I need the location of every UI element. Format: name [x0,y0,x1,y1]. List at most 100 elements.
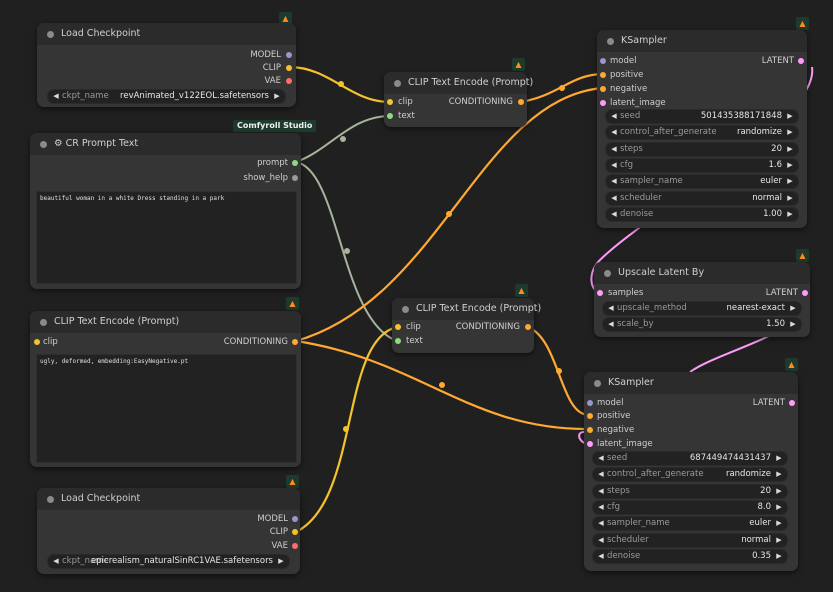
collapse-dot[interactable] [402,306,409,313]
arrow-left-icon[interactable]: ◀ [611,161,617,169]
output-model[interactable]: MODEL [257,514,288,524]
arrow-right-icon[interactable]: ▶ [787,194,793,202]
input-samples[interactable]: samples [608,288,644,298]
cr-prompt-text-node[interactable]: ⚙ CR Prompt Text prompt show_help beauti… [30,133,301,289]
input-model[interactable]: model [597,398,624,408]
input-text-dot[interactable] [395,338,401,344]
clip-text-encode-node-1[interactable]: CLIP Text Encode (Prompt) clip text COND… [384,72,533,127]
arrow-left-icon[interactable]: ◀ [598,487,604,495]
node-title-bar[interactable]: KSampler [584,372,798,394]
output-conditioning-dot[interactable] [292,339,298,345]
input-clip-dot[interactable] [34,339,40,345]
arrow-left-icon[interactable]: ◀ [611,177,617,185]
input-negative-dot[interactable] [600,86,606,92]
output-conditioning[interactable]: CONDITIONING [455,322,520,332]
input-clip[interactable]: clip [406,322,421,332]
output-prompt-dot[interactable] [292,160,298,166]
output-conditioning[interactable]: CONDITIONING [448,97,513,107]
output-vae[interactable]: VAE [271,541,288,551]
arrow-left-icon[interactable]: ◀ [598,470,604,478]
collapse-dot[interactable] [607,38,614,45]
input-latent-image[interactable]: latent_image [597,439,653,449]
node-title-bar[interactable]: ⚙ CR Prompt Text [30,133,301,155]
output-model[interactable]: MODEL [250,50,281,60]
node-title-bar[interactable]: Load Checkpoint [37,23,296,45]
collapse-dot[interactable] [604,270,611,277]
arrow-left-icon[interactable]: ◀ [53,557,59,565]
input-positive-dot[interactable] [600,72,606,78]
wire-midpoint[interactable] [446,211,452,217]
output-show-help-dot[interactable] [292,175,298,181]
arrow-left-icon[interactable]: ◀ [598,552,604,560]
arrow-right-icon[interactable]: ▶ [787,210,793,218]
arrow-right-icon[interactable]: ▶ [787,145,793,153]
arrow-left-icon[interactable]: ◀ [53,92,59,100]
node-title-bar[interactable]: KSampler [597,30,807,52]
input-positive[interactable]: positive [597,411,631,421]
arrow-right-icon[interactable]: ▶ [790,320,796,328]
input-clip[interactable]: clip [43,337,58,347]
output-vae[interactable]: VAE [264,76,281,86]
load-checkpoint-node-1[interactable]: Load Checkpoint MODEL CLIP VAE ◀ ckpt_na… [37,23,296,107]
output-latent[interactable]: LATENT [765,288,798,298]
arrow-right-icon[interactable]: ▶ [787,177,793,185]
wire-midpoint[interactable] [439,382,445,388]
node-title-bar[interactable]: CLIP Text Encode (Prompt) [392,298,541,320]
arrow-right-icon[interactable]: ▶ [278,557,284,565]
output-clip-dot[interactable] [286,65,292,71]
output-latent-dot[interactable] [789,400,795,406]
arrow-right-icon[interactable]: ▶ [776,552,782,560]
input-text[interactable]: text [406,336,423,346]
upscale-latent-by-node[interactable]: Upscale Latent By samples LATENT ◀upscal… [594,262,810,337]
output-vae-dot[interactable] [286,78,292,84]
input-clip[interactable]: clip [398,97,413,107]
input-negative-dot[interactable] [587,427,593,433]
arrow-left-icon[interactable]: ◀ [611,194,617,202]
wire-midpoint[interactable] [559,85,565,91]
node-title-bar[interactable]: CLIP Text Encode (Prompt) [384,72,533,94]
input-latent-image-dot[interactable] [600,100,606,106]
output-latent[interactable]: LATENT [761,56,794,66]
arrow-right-icon[interactable]: ▶ [776,519,782,527]
negative-prompt-textarea[interactable]: ugly, deformed, embedding:EasyNegative.p… [36,354,297,463]
input-text-dot[interactable] [387,113,393,119]
arrow-left-icon[interactable]: ◀ [598,519,604,527]
arrow-left-icon[interactable]: ◀ [611,145,617,153]
arrow-left-icon[interactable]: ◀ [598,454,604,462]
input-clip-dot[interactable] [387,99,393,105]
arrow-right-icon[interactable]: ▶ [776,503,782,511]
input-model-dot[interactable] [587,400,593,406]
output-model-dot[interactable] [286,52,292,58]
output-latent[interactable]: LATENT [752,398,785,408]
arrow-right-icon[interactable]: ▶ [787,128,793,136]
collapse-dot[interactable] [40,141,47,148]
collapse-dot[interactable] [40,319,47,326]
wire-midpoint[interactable] [338,81,344,87]
collapse-dot[interactable] [594,380,601,387]
collapse-dot[interactable] [47,31,54,38]
input-model[interactable]: model [610,56,637,66]
arrow-left-icon[interactable]: ◀ [598,536,604,544]
arrow-left-icon[interactable]: ◀ [611,210,617,218]
output-model-dot[interactable] [292,516,298,522]
arrow-right-icon[interactable]: ▶ [776,536,782,544]
wire-midpoint[interactable] [343,426,349,432]
arrow-right-icon[interactable]: ▶ [776,454,782,462]
node-title-bar[interactable]: Upscale Latent By [594,262,810,284]
arrow-left-icon[interactable]: ◀ [598,503,604,511]
ksampler-node-1[interactable]: KSampler model positive negative latent_… [597,30,807,228]
node-title-bar[interactable]: Load Checkpoint [37,488,300,510]
arrow-right-icon[interactable]: ▶ [776,487,782,495]
input-text[interactable]: text [398,111,415,121]
